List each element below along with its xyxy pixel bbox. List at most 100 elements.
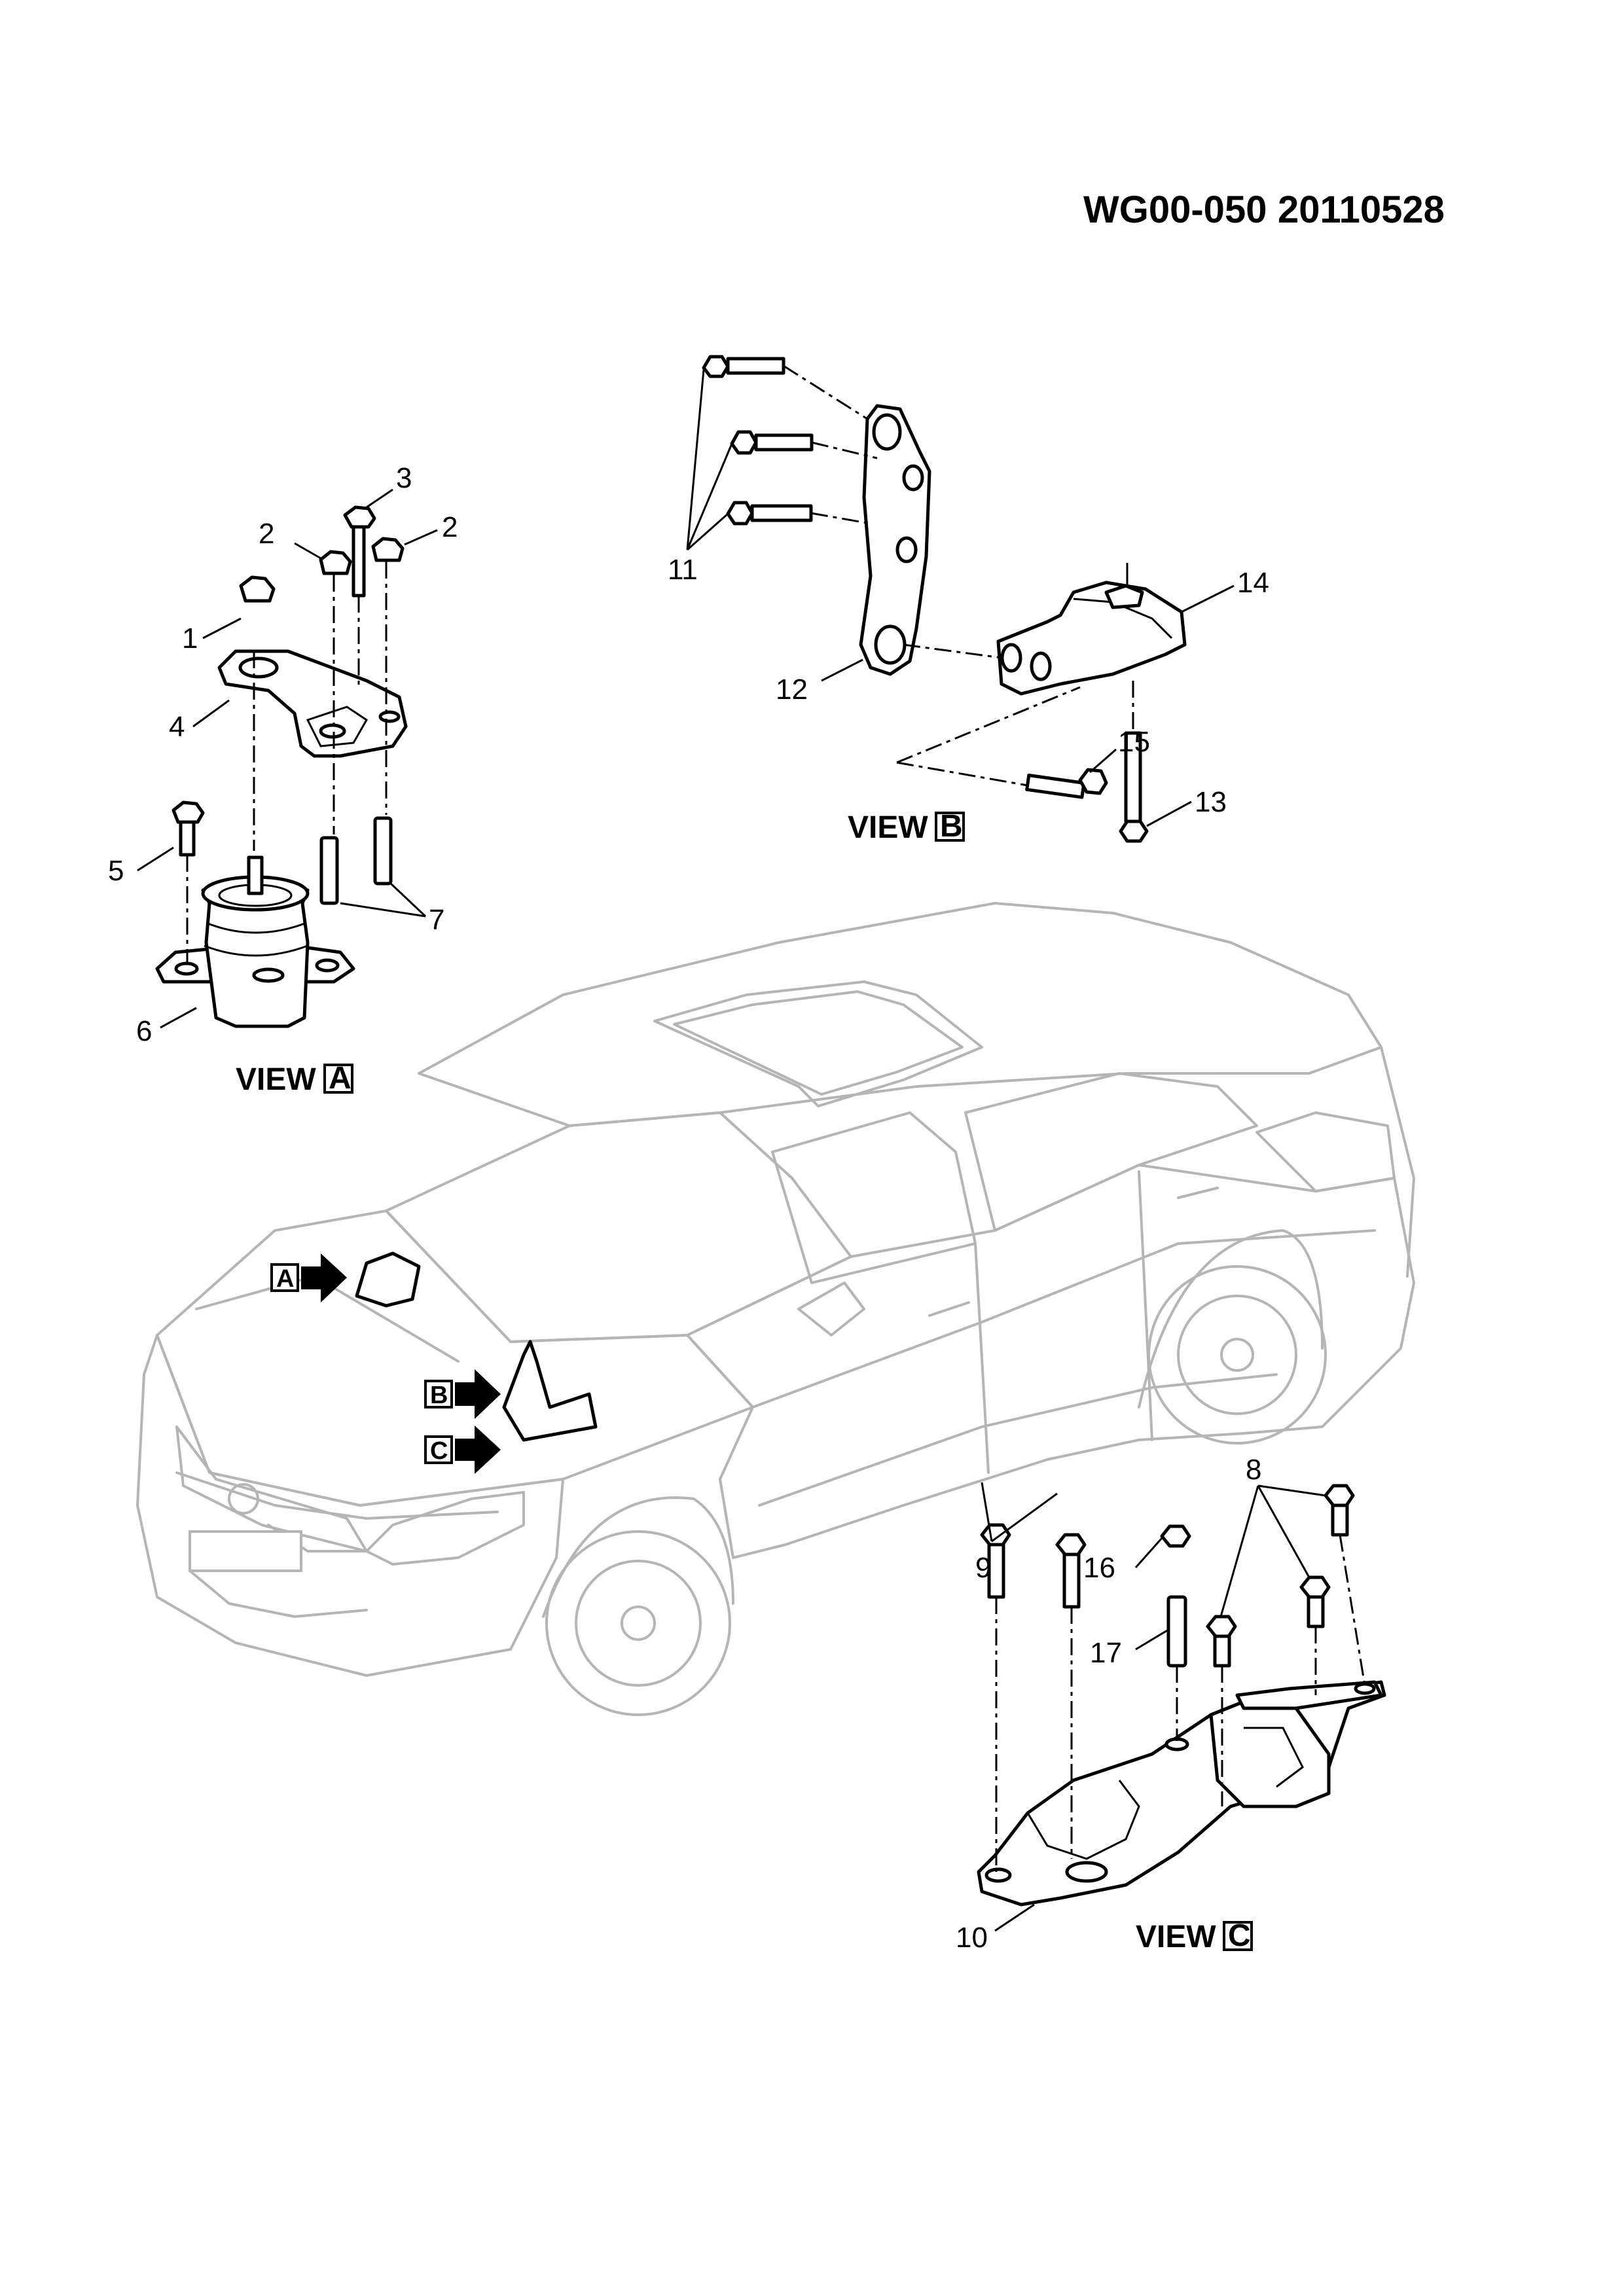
marker-b-arrow	[455, 1369, 501, 1419]
part-16-nut	[1160, 1524, 1191, 1548]
callout-2-left: 2	[259, 518, 274, 550]
part-3-bolt-head	[343, 505, 376, 529]
leader-12	[821, 658, 863, 682]
leader-3	[366, 488, 393, 509]
car-illustration	[136, 902, 1415, 1716]
callout-7: 7	[429, 904, 444, 936]
part-7-stud-left	[319, 836, 339, 905]
part-14-hole-right	[1030, 651, 1052, 681]
leader-2b	[404, 529, 438, 546]
marker-b-letter: B	[430, 1382, 448, 1409]
view-b: 11 12 13 14 15 VIEW B	[668, 355, 1269, 845]
car-rear-pillar	[1347, 994, 1415, 1278]
part-3-bolt-shank	[352, 525, 366, 598]
callout-4: 4	[169, 711, 185, 743]
part-2-nut-right	[371, 537, 405, 562]
view-c: 9 16 17 8 10 VIEW C	[956, 1454, 1386, 1954]
view-b-axis-1	[783, 365, 868, 420]
view-c-box	[1223, 1921, 1253, 1951]
part-11-bolt-middle-shank	[754, 433, 814, 452]
part-12-hole-bottom	[874, 624, 907, 665]
car-front-tire	[545, 1530, 731, 1716]
car-shoulder-line	[751, 1229, 1376, 1408]
part-8-bolt-middle-shank	[1307, 1595, 1325, 1628]
leader-13	[1146, 800, 1192, 827]
part-4-bracket-hole-3	[378, 710, 401, 723]
leader-11	[686, 369, 733, 551]
car-bumper-line	[175, 1471, 499, 1520]
part-7-stud-right	[373, 816, 393, 886]
part-9-bolt-right-head	[1055, 1533, 1087, 1556]
leader-2a	[294, 542, 321, 560]
view-b-axis-5	[896, 686, 1081, 787]
part-4-bracket-hole-2	[319, 723, 346, 739]
part-11-bolt-bottom	[726, 501, 813, 526]
marker-a-mount	[355, 1251, 421, 1308]
view-b-letter: B	[940, 809, 963, 844]
part-8-bolt-middle-head	[1299, 1575, 1331, 1599]
car-sill-line	[758, 1373, 1278, 1507]
part-11-bolt-bottom-head	[726, 501, 754, 526]
car-front-window	[771, 1111, 977, 1284]
car-rear-tire	[1147, 1265, 1327, 1444]
car-rear-wheel-arch	[1138, 1229, 1324, 1408]
marker-c-box	[424, 1435, 453, 1464]
part-6-mount-ring	[206, 922, 307, 934]
part-5-bolt-shank	[179, 820, 196, 857]
part-11-bolt-bottom-shank	[750, 504, 813, 522]
part-14-mount-bushing	[1104, 584, 1144, 609]
view-c-axis-6	[1339, 1534, 1366, 1686]
leader-4	[192, 699, 230, 728]
car-roof	[418, 902, 1382, 1127]
part-9-bolt-right-shank	[1062, 1552, 1081, 1609]
diagram-date: 20110528	[1278, 188, 1445, 231]
callout-16: 16	[1083, 1552, 1115, 1584]
callout-2-right: 2	[442, 511, 458, 543]
callout-14: 14	[1237, 567, 1269, 599]
part-8-bolt-right-shank	[1331, 1503, 1349, 1537]
leader-9	[981, 1482, 1058, 1543]
car-license-plate	[189, 1530, 302, 1572]
part-14-hole-left	[1000, 643, 1022, 673]
leader-1	[202, 617, 242, 639]
part-8-bolt-left-shank	[1213, 1634, 1231, 1668]
view-b-axis-3	[810, 512, 871, 525]
part-10-insulator-detail	[1244, 1727, 1304, 1788]
part-11-bolt-middle-head	[730, 430, 758, 455]
part-15-bolt-shank	[1025, 774, 1086, 799]
car-rear-hub	[1220, 1338, 1254, 1372]
part-2-nut-left	[319, 550, 352, 575]
part-4-bracket-pocket	[306, 706, 368, 747]
marker-a-letter: A	[276, 1265, 294, 1293]
leader-10	[994, 1903, 1035, 1932]
callout-17: 17	[1090, 1637, 1122, 1669]
part-11-bolt-middle	[730, 430, 814, 455]
part-10-hole-center	[1065, 1861, 1108, 1883]
callout-12: 12	[776, 673, 808, 706]
leader-8	[1219, 1484, 1326, 1617]
view-b-box	[935, 812, 965, 842]
car-front-wheel-arch	[542, 1496, 734, 1618]
car-door-cut-rear	[1138, 1170, 1153, 1441]
part-11-bolt-top	[702, 355, 785, 378]
leader-14	[1181, 584, 1235, 613]
leader-5	[137, 846, 174, 872]
leader-15	[1089, 748, 1117, 774]
marker-a-arrow	[301, 1253, 347, 1302]
car-quarter-window	[1255, 1111, 1396, 1193]
car-front-rim	[575, 1560, 702, 1687]
car-rear-window	[964, 1072, 1258, 1232]
car-marker-a: A	[270, 1251, 421, 1308]
part-6-flange-hole-left	[174, 961, 199, 976]
view-b-axis-2	[811, 441, 878, 459]
part-1-nut	[239, 575, 276, 603]
leader-6	[160, 1007, 197, 1029]
callout-15: 15	[1118, 726, 1150, 758]
view-c-letter: C	[1228, 1918, 1251, 1953]
part-5-bolt-head	[171, 800, 205, 824]
view-a: 1 2 2 3 4 5 6 7 VIEW A	[108, 462, 458, 1097]
part-8-bolt-left-head	[1206, 1615, 1237, 1638]
part-10-arm	[1235, 1680, 1383, 1710]
view-a-letter: A	[329, 1061, 352, 1096]
